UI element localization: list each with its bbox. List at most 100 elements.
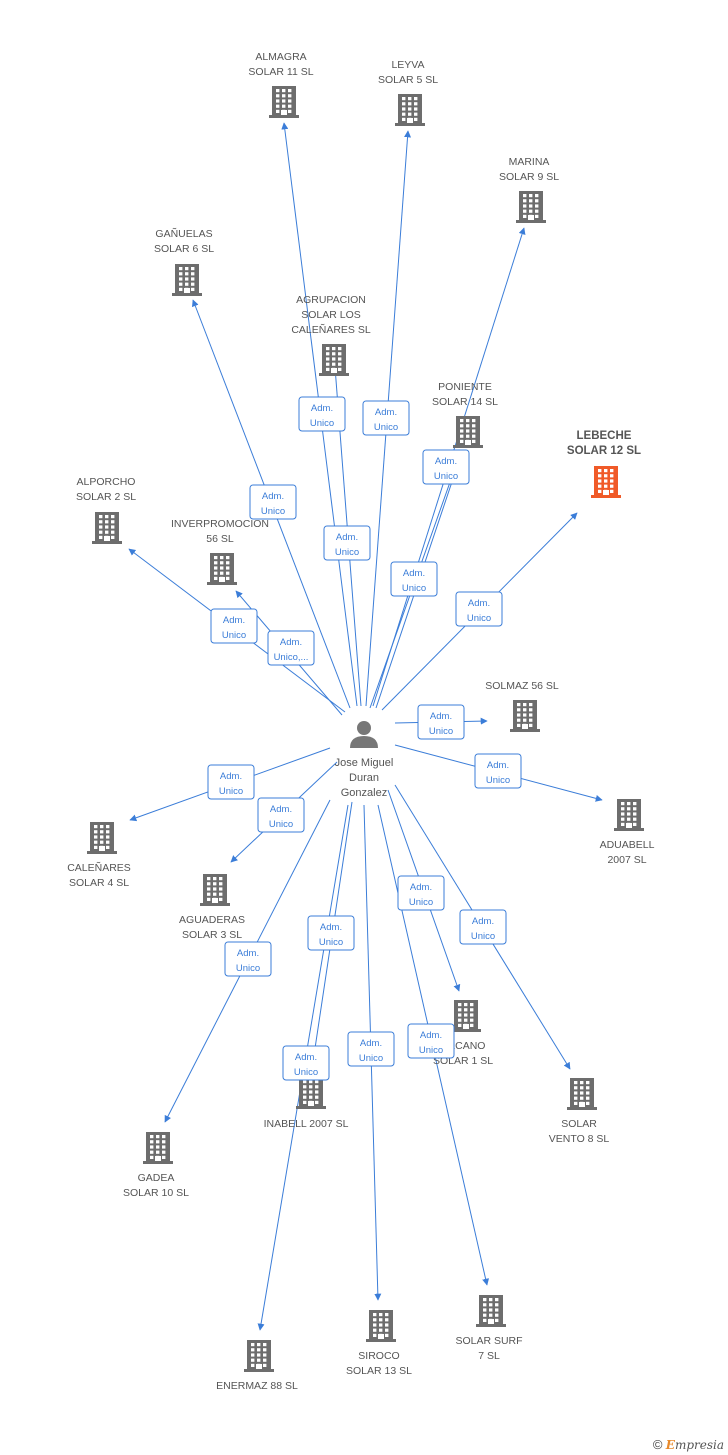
company-label-line: LEBECHE — [577, 430, 632, 442]
company-label-line: AGRUPACION — [296, 294, 366, 306]
edge-label-solarvento[interactable]: Adm.Unico — [459, 909, 507, 945]
copyright-symbol: © — [652, 1437, 663, 1452]
edge-label-solmaz[interactable]: Adm.Unico — [417, 704, 465, 740]
footer-brand: © Empresia — [653, 1437, 724, 1452]
building-icon[interactable] — [510, 700, 540, 732]
company-node-enermaz[interactable]: ENERMAZ 88 SL — [216, 1340, 298, 1392]
edge-label-alporcho[interactable]: Adm.Unico — [210, 608, 258, 644]
edge-label-text: Unico — [429, 726, 453, 737]
building-icon[interactable] — [200, 874, 230, 906]
edge-label-inverpromocion[interactable]: Adm.Unico,... — [267, 630, 315, 666]
company-node-solmaz[interactable]: SOLMAZ 56 SL — [485, 680, 559, 732]
edge-label-text: Unico — [219, 786, 243, 797]
company-label-line: VENTO 8 SL — [549, 1133, 610, 1145]
edge-label-gadea[interactable]: Adm.Unico — [224, 941, 272, 977]
company-node-siroco[interactable]: SIROCO SOLAR 13 SL — [346, 1310, 412, 1377]
company-label-line: SOLAR 5 SL — [378, 74, 438, 86]
company-label-line: SOLAR 3 SL — [182, 929, 242, 941]
building-icon[interactable] — [453, 416, 483, 448]
building-icon[interactable] — [516, 191, 546, 223]
edge-label-text: Adm. — [336, 532, 358, 543]
edge-label-aduabell[interactable]: Adm.Unico — [474, 753, 522, 789]
edge-label-text: Adm. — [280, 637, 302, 648]
edge-label-leyva[interactable]: Adm.Unico — [362, 400, 410, 436]
edge-label-text: Adm. — [237, 948, 259, 959]
company-node-inabell[interactable]: INABELL 2007 SL — [264, 1077, 349, 1130]
edge-label-text: Adm. — [270, 804, 292, 815]
edge-label-lebeche[interactable]: Adm. Unico — [455, 591, 503, 627]
company-label-line: INABELL 2007 SL — [264, 1118, 349, 1130]
building-icon[interactable] — [296, 1077, 326, 1109]
edge-label-ganuelas[interactable]: Adm.Unico — [249, 484, 297, 520]
building-icon[interactable] — [476, 1295, 506, 1327]
edge-label-aguaderas[interactable]: Adm.Unico — [257, 797, 305, 833]
company-label-line: SOLAR SURF — [455, 1335, 522, 1347]
building-icon[interactable] — [269, 86, 299, 118]
edge-label-poniente[interactable]: Adm.Unico — [390, 561, 438, 597]
company-label-line: GAÑUELAS — [155, 227, 212, 240]
edge-label-text: Unico — [467, 613, 491, 624]
company-node-aguaderas[interactable]: AGUADERAS SOLAR 3 SL — [179, 874, 245, 941]
building-icon[interactable] — [172, 264, 202, 296]
building-icon[interactable] — [319, 344, 349, 376]
building-icon[interactable] — [87, 822, 117, 854]
person-name-line: Jose Miguel — [335, 757, 394, 769]
company-label-line: SOLAR 6 SL — [154, 243, 214, 255]
company-label-line: SOLAR 2 SL — [76, 491, 136, 503]
company-label-line: AGUADERAS — [179, 914, 245, 926]
company-label-line: SOLAR 4 SL — [69, 877, 129, 889]
edge-label-agrupacion[interactable]: Adm.Unico — [323, 525, 371, 561]
company-label-line: ALPORCHO — [77, 476, 136, 488]
building-icon[interactable] — [451, 1000, 481, 1032]
edge-label-inabell[interactable]: Adm.Unico — [307, 915, 355, 951]
company-label-line: SIROCO — [358, 1350, 399, 1362]
edge-label-marina[interactable]: Adm.Unico — [422, 449, 470, 485]
building-icon[interactable] — [207, 553, 237, 585]
edge-label-text: Unico — [409, 897, 433, 908]
building-icon[interactable] — [143, 1132, 173, 1164]
company-label-line: SOLAR 13 SL — [346, 1365, 412, 1377]
company-label-line: 7 SL — [478, 1350, 500, 1362]
building-icon[interactable] — [395, 94, 425, 126]
edge-label-text: Unico — [294, 1067, 318, 1078]
edge-label-text: Adm. — [360, 1038, 382, 1049]
building-icon[interactable] — [92, 512, 122, 544]
company-label-line: ADUABELL — [600, 839, 655, 851]
company-label-line: 56 SL — [206, 533, 234, 545]
company-node-ganuelas[interactable]: GAÑUELAS SOLAR 6 SL — [154, 227, 214, 296]
edge-labels: Adm.UnicoAdm.UnicoAdm.UnicoAdm.UnicoAdm.… — [207, 396, 522, 1081]
edge-label-calenares[interactable]: Adm.Unico — [207, 764, 255, 800]
edge-label-siroco[interactable]: Adm.Unico — [347, 1031, 395, 1067]
edge-label-text: Unico — [310, 418, 334, 429]
edge-label-text: Adm. — [262, 491, 284, 502]
edge-label-text: Adm. — [468, 598, 490, 609]
building-icon[interactable] — [614, 799, 644, 831]
edge-label-almagra[interactable]: Adm.Unico — [298, 396, 346, 432]
edge-label-vulcano[interactable]: Adm.Unico — [397, 875, 445, 911]
company-node-solarsurf[interactable]: SOLAR SURF 7 SL — [455, 1295, 523, 1362]
company-node-alporcho[interactable]: ALPORCHO SOLAR 2 SL — [76, 476, 136, 544]
building-icon[interactable] — [567, 1078, 597, 1110]
building-icon[interactable] — [591, 466, 621, 498]
edge-label-text: Unico — [402, 583, 426, 594]
edge-label-text: Adm. — [223, 615, 245, 626]
building-icon[interactable] — [366, 1310, 396, 1342]
building-icon[interactable] — [244, 1340, 274, 1372]
edge-label-solarsurf[interactable]: Adm.Unico — [407, 1023, 455, 1059]
edge-label-text: Unico — [374, 422, 398, 433]
edge-label-enermaz[interactable]: Adm.Unico — [282, 1045, 330, 1081]
brand-initial: E — [665, 1438, 675, 1452]
